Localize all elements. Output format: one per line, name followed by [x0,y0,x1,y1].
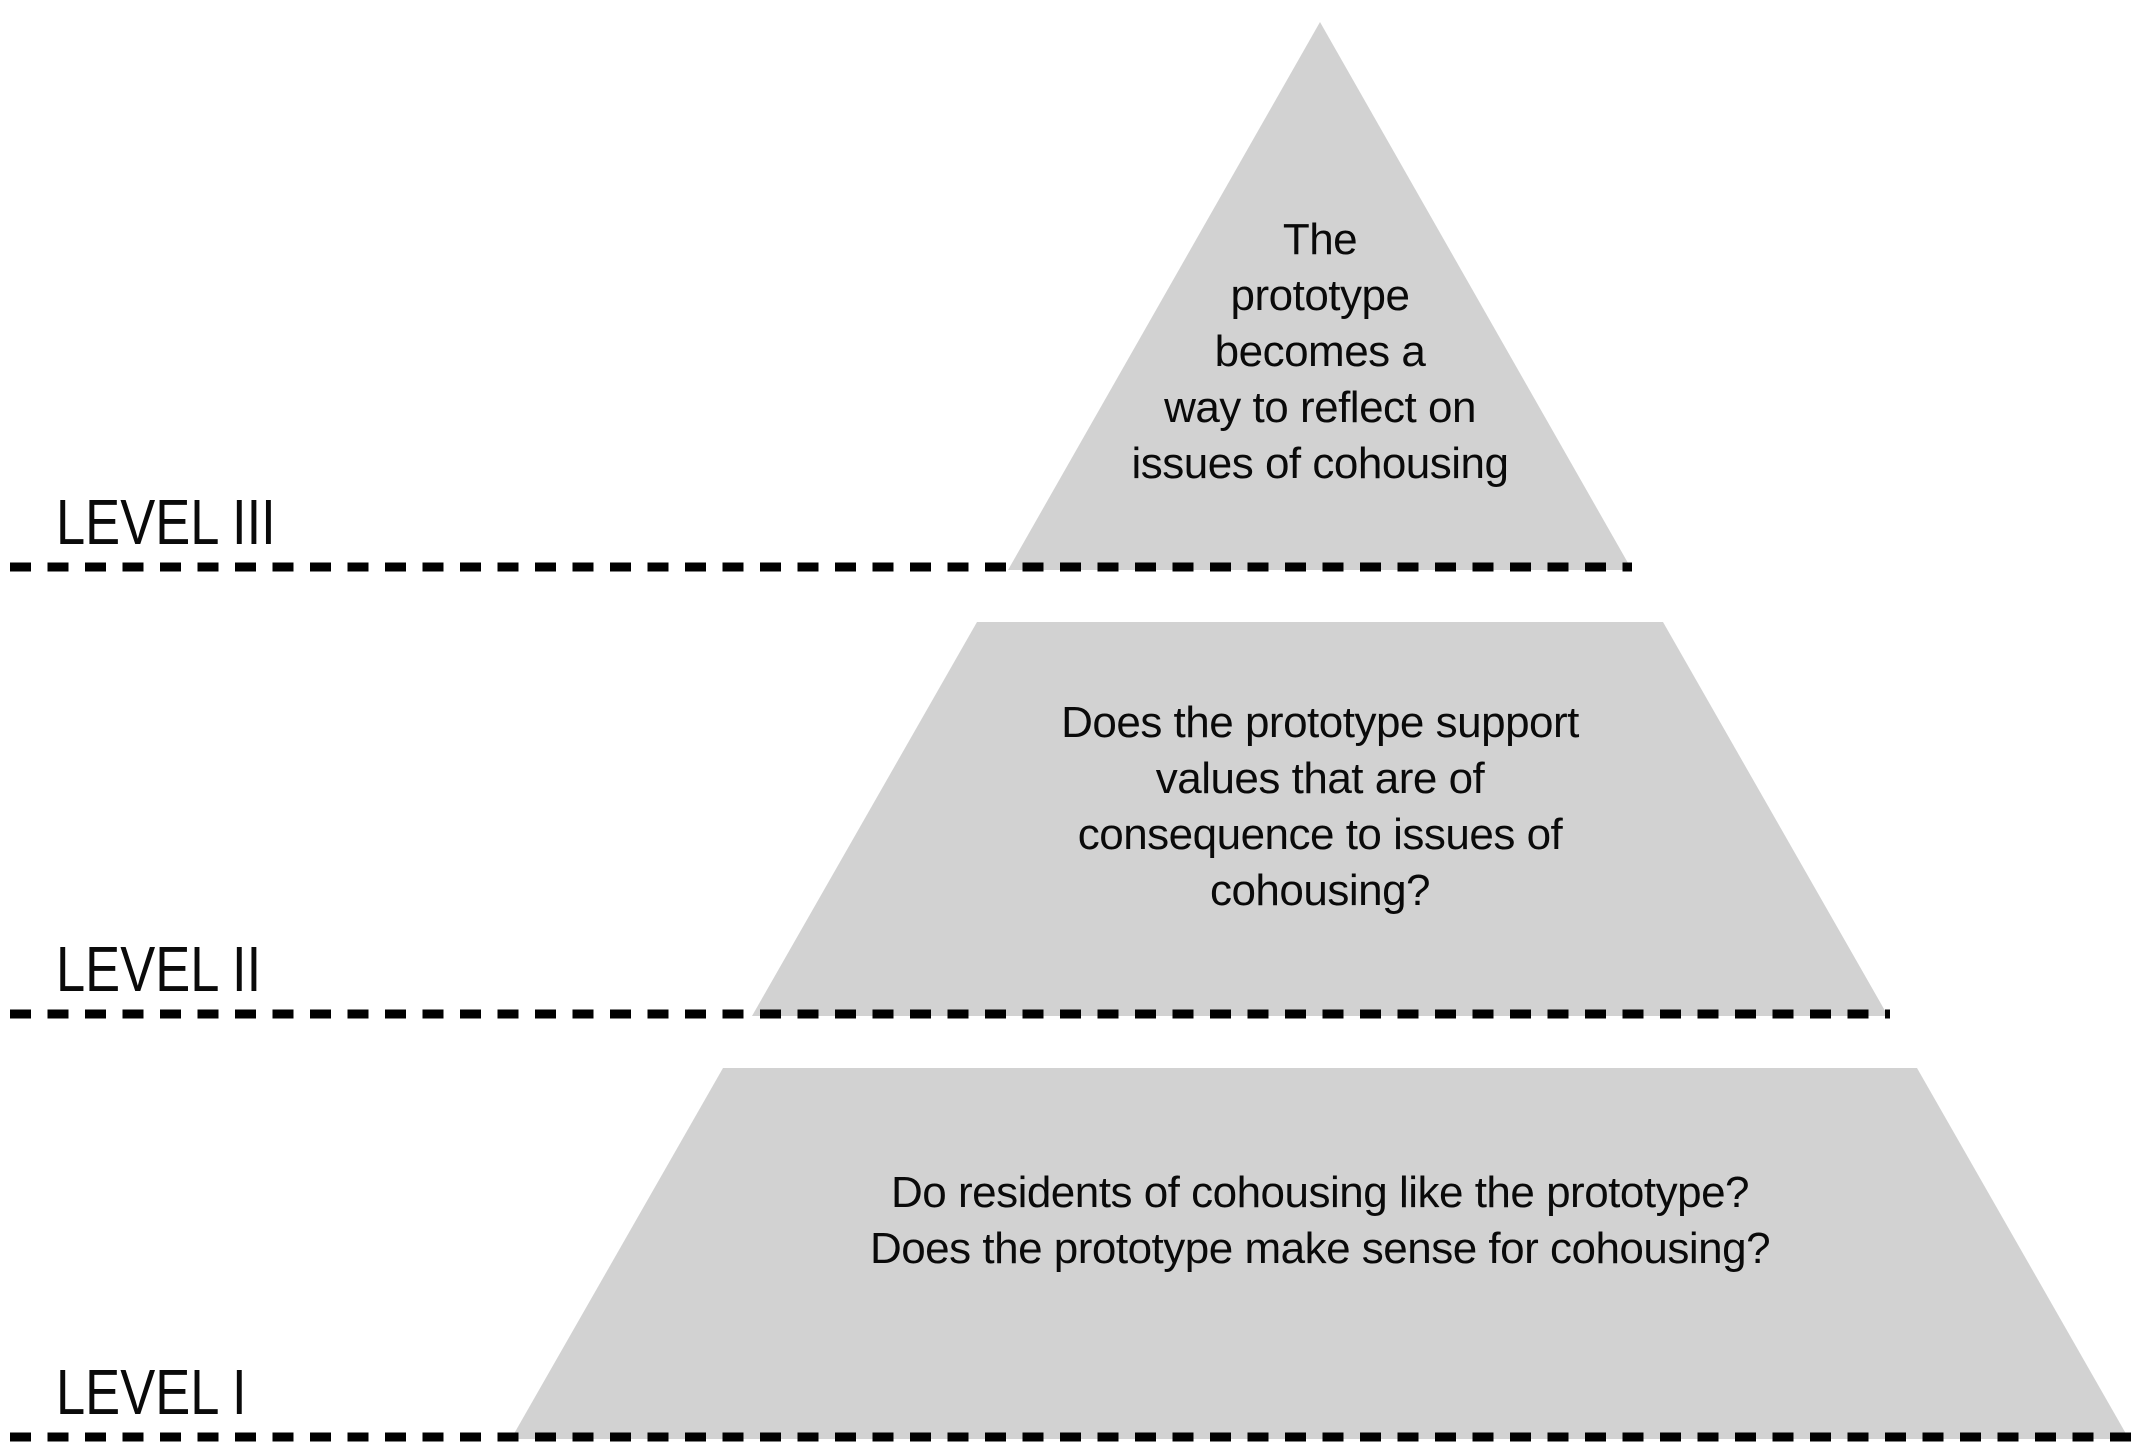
level-2-label: LEVEL II [56,933,262,1005]
level-1-text: Do residents of cohousing like the proto… [869,1168,1771,1273]
level-1-trapezoid [511,1068,2129,1439]
level-3-text: The prototype becomes a way to reflect o… [1131,215,1509,488]
level-2-text: Does the prototype support values that a… [1061,698,1579,915]
level-3-triangle [1008,22,1632,570]
level-1-label: LEVEL I [56,1356,247,1428]
level-3-label: LEVEL III [56,486,276,558]
level-2-trapezoid [752,622,1888,1016]
